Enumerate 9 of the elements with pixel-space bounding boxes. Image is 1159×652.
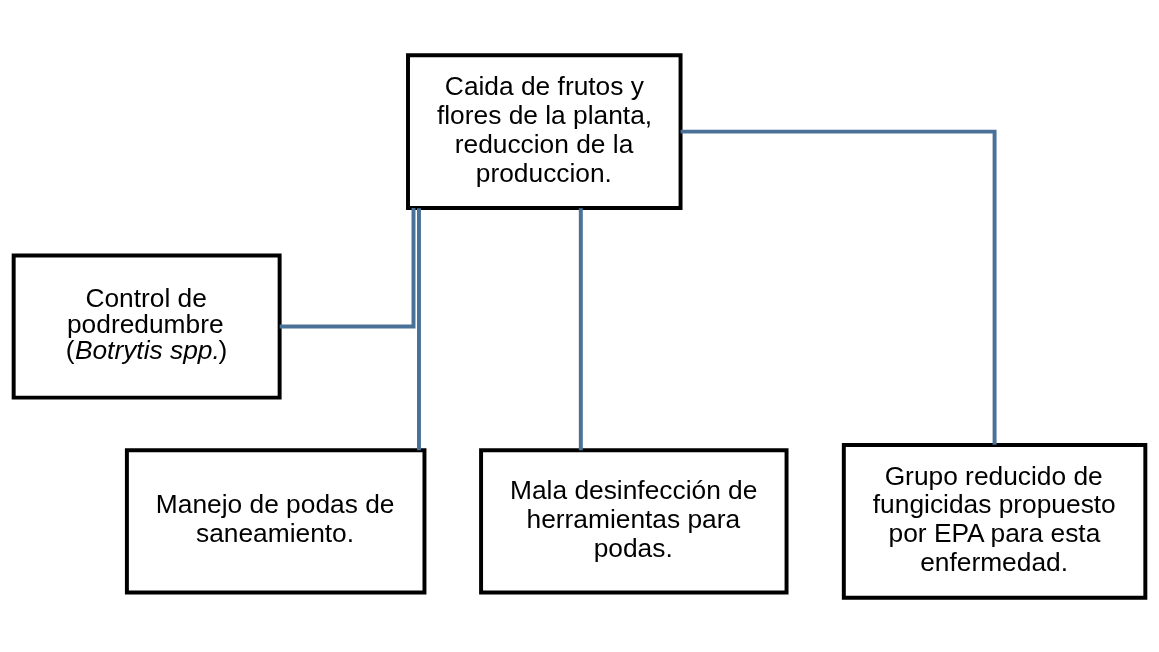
node-box: Grupo reducido de fungicidas propuesto por EPA para esta enfermedad. [841, 442, 1148, 600]
connector [417, 207, 421, 450]
connector [680, 129, 997, 445]
connector [578, 207, 583, 450]
node-box: Mala desinfección de herramientas para podas. [479, 447, 789, 594]
node-box: Control de podredumbre (Botrytis spp.) [11, 252, 282, 400]
node-box: Manejo de podas de saneamiento. [124, 447, 427, 594]
connector [279, 207, 416, 328]
node-box: Caida de frutos y flores de la planta, reduccion de la produccion. [406, 52, 683, 210]
